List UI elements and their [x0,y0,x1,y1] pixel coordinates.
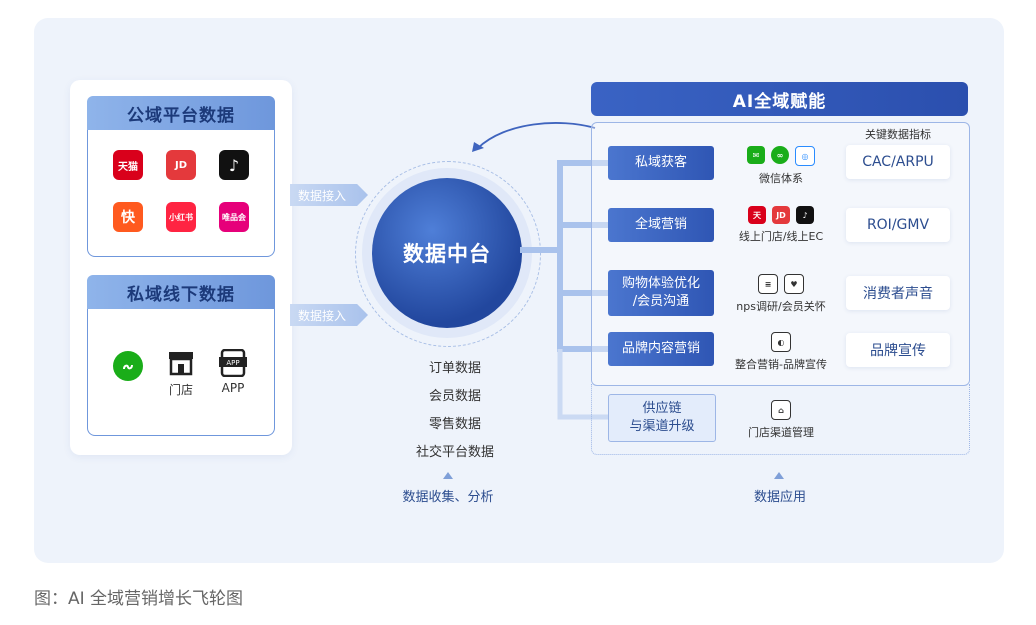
metric-consumer-voice: 消费者声音 [846,276,950,310]
private-data-title: 私域线下数据 [87,275,275,309]
megaphone-icon: ◐ [771,332,791,352]
figure-caption: 图：AI 全域营销增长飞轮图 [34,589,244,609]
row5-mid-label: 门店渠道管理 [748,426,814,439]
row2-mid-label: 线上门店/线上EC [738,230,824,243]
kuaishou-icon: 快 [113,202,143,232]
jd-icon: JD [772,206,790,224]
apply-triangle-icon [774,472,784,479]
wechat-icon: ✉ [747,146,765,164]
tmall-icon: 天猫 [113,150,143,180]
wecom-icon: ◎ [795,146,815,166]
row4-mid-label: 整合营销-品牌宣传 [735,358,827,371]
data-type-order: 订单数据 [428,361,481,376]
app-item: APP APP [216,348,250,395]
data-type-retail: 零售数据 [428,417,481,432]
row-supply-chain: 供应链 与渠道升级 [608,394,716,442]
private-data-body: 门店 APP APP [87,309,275,436]
douyin-icon: ♪ [796,206,814,224]
svg-text:APP: APP [226,359,239,367]
hub-ring [355,161,541,347]
data-type-member: 会员数据 [428,389,481,404]
gift-icon: ♥ [784,274,804,294]
store-item: 门店 [164,349,198,398]
douyin-icon: ♪ [219,150,249,180]
row1-channels: ✉ ∞ ◎ 微信体系 [722,146,840,186]
vip-icon: 唯品会 [219,202,249,232]
row-experience-member: 购物体验优化 /会员沟通 [608,270,714,316]
tmall-icon: 天 [748,206,766,224]
key-metrics-heading: 关键数据指标 [865,128,931,141]
ai-empowerment-banner: AI全域赋能 [591,82,968,116]
app-label: APP [221,381,245,395]
data-ingest-arrow-top: 数据接入 [290,184,368,206]
store-icon: ⌂ [771,400,791,420]
public-data-title: 公域平台数据 [87,96,275,130]
row1-mid-label: 微信体系 [759,172,803,185]
left-data-panel: 公域平台数据 天猫 JD ♪ 快 小红书 唯品会 私域线下数据 门店 APP A… [70,80,292,455]
miniprogram-icon: ∞ [771,146,789,164]
store-label: 门店 [168,383,193,397]
feedback-arrow [472,122,596,152]
store-icon [169,352,193,376]
collect-triangle-icon [443,472,453,479]
collect-caption: 数据收集、分析 [402,490,494,505]
metric-brand-promo: 品牌宣传 [846,333,950,367]
survey-icon: ≡ [758,274,778,294]
data-ingest-arrow-bottom: 数据接入 [290,304,368,326]
data-type-social: 社交平台数据 [415,445,494,460]
row-private-acquisition: 私域获客 [608,146,714,180]
row-omni-marketing: 全域营销 [608,208,714,242]
row4-channels: ◐ 整合营销-品牌宣传 [722,332,840,372]
data-middle-platform-hub: 数据中台 [372,178,522,328]
xiaohongshu-icon: 小红书 [166,202,196,232]
app-icon: APP [219,348,247,378]
data-types-list: 订单数据 会员数据 零售数据 社交平台数据 [400,357,510,460]
row5-channels: ⌂ 门店渠道管理 [722,400,840,440]
jd-icon: JD [166,150,196,180]
metric-cac-arpu: CAC/ARPU [846,145,950,179]
miniprogram-icon [113,351,143,381]
metric-roi-gmv: ROI/GMV [846,208,950,242]
public-data-body: 天猫 JD ♪ 快 小红书 唯品会 [87,130,275,257]
branch-connectors [520,160,608,420]
row3-channels: ≡ ♥ nps调研/会员关怀 [722,274,840,314]
apply-caption: 数据应用 [753,490,806,505]
supply-chain-box [591,384,970,455]
row3-mid-label: nps调研/会员关怀 [736,300,826,313]
row-brand-content: 品牌内容营销 [608,332,714,366]
row2-channels: 天 JD ♪ 线上门店/线上EC [722,206,840,244]
